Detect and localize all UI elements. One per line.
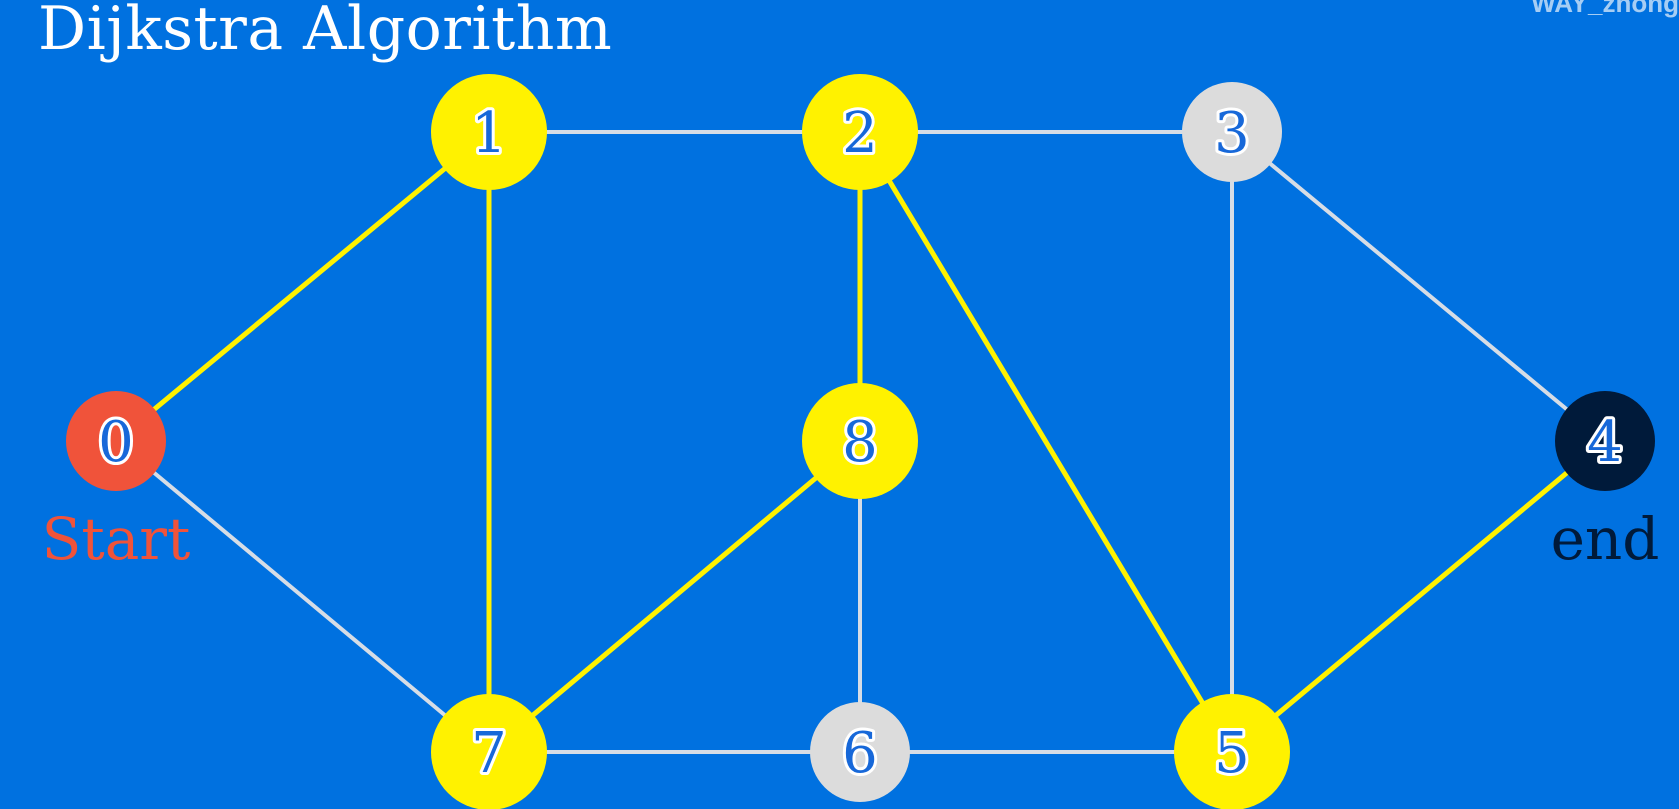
node-2-label: 2 [842, 101, 878, 166]
node-7-label: 7 [471, 721, 507, 786]
node-8: 8 [802, 383, 918, 499]
node-3: 3 [1182, 82, 1282, 182]
node-3-label: 3 [1214, 101, 1250, 166]
node-8-circle [802, 383, 918, 499]
node-1-label: 1 [471, 101, 507, 166]
node-5-label: 5 [1214, 721, 1250, 786]
node-3-circle [1182, 82, 1282, 182]
node-1-circle [431, 74, 547, 190]
node-0-label: 0 [98, 410, 134, 475]
edges-layer [113, 129, 1608, 755]
node-2: 2 [802, 74, 918, 190]
node-7-circle [431, 694, 547, 809]
node-5: 5 [1174, 694, 1290, 809]
nodes-layer: 0 1 2 3 4 5 6 7 8 [66, 74, 1655, 809]
node-4-circle [1555, 391, 1655, 491]
edge-4-5 [1229, 438, 1608, 755]
node-8-label: 8 [842, 410, 878, 475]
node-6-circle [810, 702, 910, 802]
node-2-circle [802, 74, 918, 190]
tags-layer: Start end [42, 505, 1660, 573]
node-0-circle [66, 391, 166, 491]
edge-0-1 [113, 129, 492, 444]
edge-8-7 [486, 438, 863, 755]
node-5-circle [1174, 694, 1290, 809]
node-4-label: 4 [1587, 410, 1623, 475]
start-label: Start [42, 505, 191, 573]
node-4: 4 [1555, 391, 1655, 491]
diagram-title: Dijkstra Algorithm [38, 0, 613, 64]
watermark: WAY_zhong [1531, 0, 1679, 18]
edge-2-5 [857, 129, 1235, 755]
node-6: 6 [810, 702, 910, 802]
node-1: 1 [431, 74, 547, 190]
edge-0-7 [114, 439, 491, 754]
end-label: end [1551, 505, 1660, 573]
node-6-label: 6 [842, 721, 878, 786]
node-0: 0 [66, 391, 166, 491]
node-7: 7 [431, 694, 547, 809]
edge-3-4 [1230, 130, 1607, 443]
